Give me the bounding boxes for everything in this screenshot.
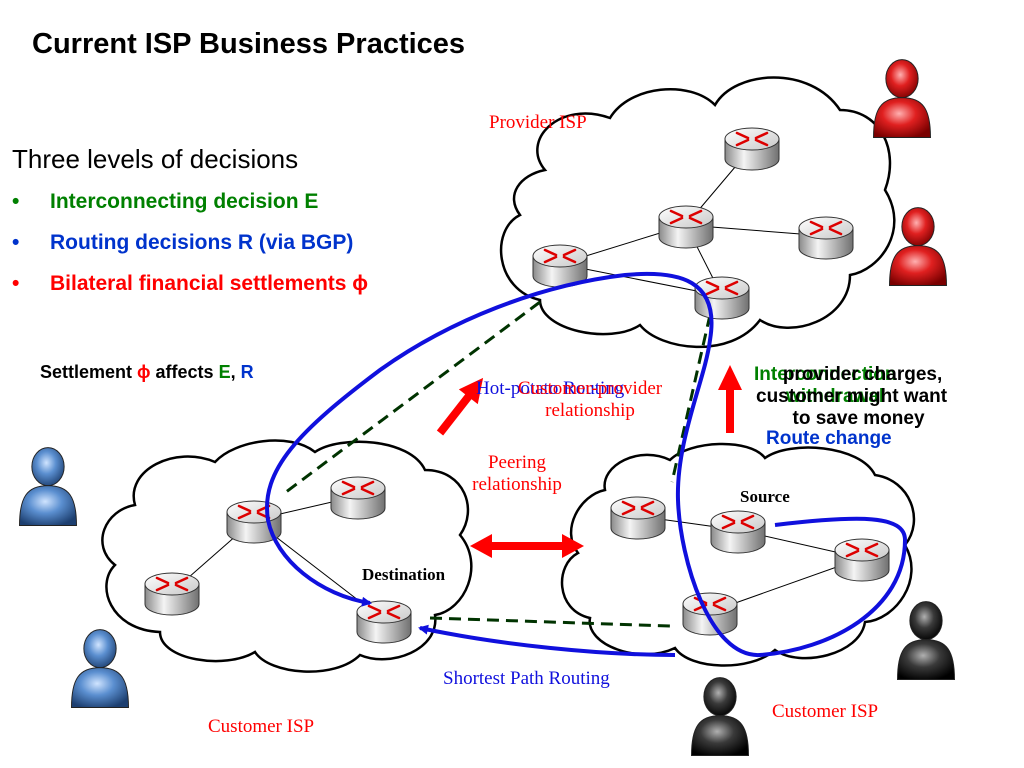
provider-charges-label: provider charges, customer might want to…: [756, 364, 947, 430]
router-icon: [143, 571, 201, 617]
settlement-prefix: Settlement: [40, 362, 138, 382]
intro-text: Three levels of decisions: [12, 144, 299, 174]
shortest-path: [418, 624, 676, 657]
bullet-marker: •: [12, 272, 20, 295]
customer-isp-left-label: Customer ISP: [208, 716, 315, 737]
router-icon: [657, 204, 715, 250]
bullet-text: Bilateral financial settlements ϕ: [50, 272, 369, 295]
peering-label: Peering relationship: [457, 452, 577, 496]
bullet-routing: • Routing decisions R (via BGP): [12, 231, 353, 255]
bullet-marker: •: [12, 231, 20, 254]
bullet-interconnecting: • Interconnecting decision E: [12, 190, 318, 214]
peering-line1: Peering: [487, 452, 547, 473]
settlement-note: Settlement ϕ affects E, R: [40, 362, 254, 383]
interconnection-line2: withdrawal: [786, 386, 885, 407]
source-router-icon: [709, 509, 767, 555]
settlement-comma: ,: [230, 362, 236, 382]
settlement-r: R: [240, 362, 254, 382]
red-arrows: [436, 365, 742, 558]
shortest-path-label: Shortest Path Routing: [443, 668, 610, 689]
settlement-e: E: [218, 362, 231, 382]
customer-provider-line2: relationship: [545, 400, 635, 421]
customer-provider-label: Customer-provider relationship: [492, 378, 688, 422]
bullet-text: Interconnecting decision E: [50, 190, 319, 213]
peering-line2: relationship: [472, 474, 562, 495]
provider-isp-label: Provider ISP: [489, 112, 587, 133]
user-icon: [889, 207, 947, 286]
router-icon: [609, 495, 667, 541]
user-icon: [691, 677, 749, 756]
router-icon: [693, 275, 751, 321]
router-icon: [329, 475, 387, 521]
provider-route-path: [265, 271, 908, 658]
user-icon: [19, 447, 77, 526]
interconnection-line1: Interconnection: [754, 364, 897, 385]
bullet-marker: •: [12, 190, 20, 213]
user-icon: [897, 601, 955, 680]
customer-provider-line1: Customer-provider: [517, 378, 663, 399]
customer-isp-right-label: Customer ISP: [772, 701, 879, 722]
bullet-text: Routing decisions R (via BGP): [50, 231, 354, 254]
hot-potato-label: Hot-potato Routing: [476, 378, 625, 399]
destination-label: Destination: [362, 565, 446, 584]
destination-router-icon: [355, 599, 413, 645]
dashed-interconnects: [281, 300, 712, 628]
settlement-phi: ϕ: [137, 362, 151, 382]
router-icon: [723, 126, 781, 172]
settlement-mid: affects: [150, 362, 219, 382]
router-icon: [797, 215, 855, 261]
router-icon: [681, 591, 739, 637]
user-icon: [873, 59, 931, 138]
user-icon: [71, 629, 129, 708]
provider-charges-line3: to save money: [792, 408, 925, 429]
router-icon: [833, 537, 891, 583]
interconnection-label: Interconnection withdrawal: [754, 364, 897, 408]
page-title: Current ISP Business Practices: [32, 28, 466, 60]
source-label: Source: [740, 487, 790, 506]
provider-charges-line1: provider charges,: [782, 364, 943, 385]
route-change-label: Route change: [766, 428, 892, 449]
provider-charges-line2: customer might want: [756, 386, 948, 407]
bullet-settlements: • Bilateral financial settlements ϕ: [12, 272, 368, 296]
